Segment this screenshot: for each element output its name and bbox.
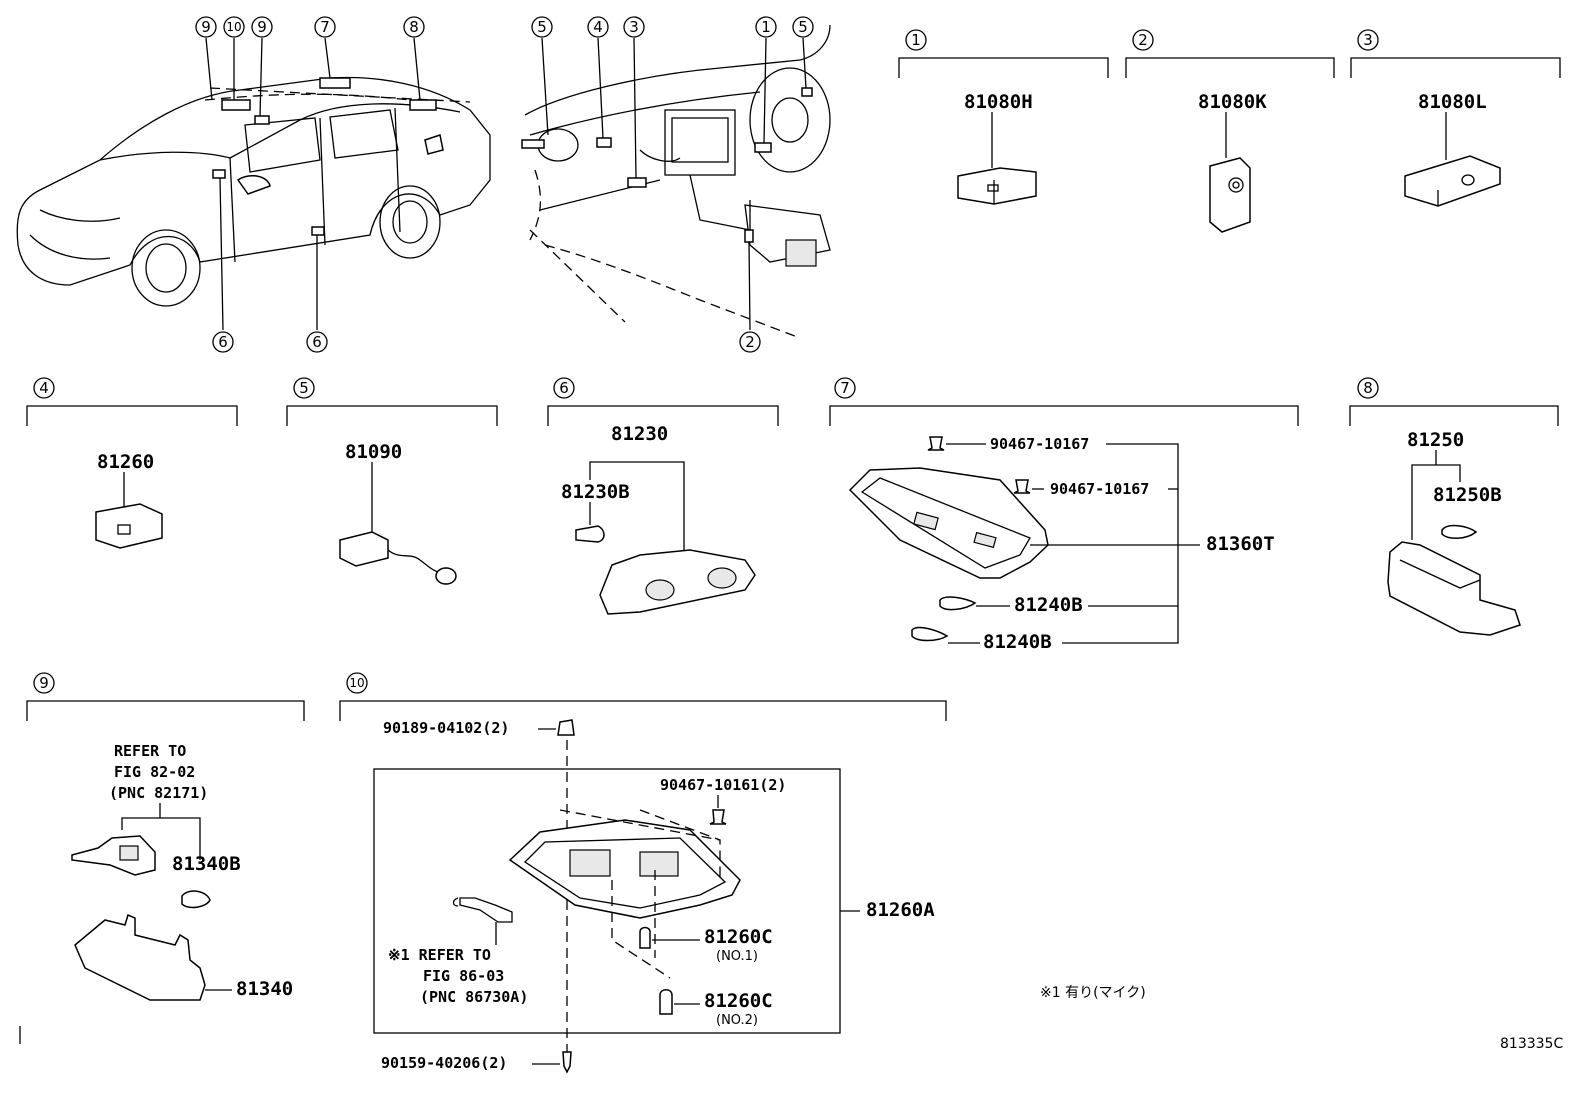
- part-81240B-a: 81240B: [1014, 594, 1083, 616]
- car-interior-illustration: [521, 24, 831, 339]
- callout-9a-text: 9: [201, 18, 211, 36]
- section-6-number: 6: [559, 379, 569, 397]
- callout-2a: [739, 331, 761, 353]
- section-2: 2 81080K: [1125, 29, 1335, 233]
- note-no1: (NO.1): [716, 949, 758, 964]
- part-90467-10167-a: 90467-10167: [990, 435, 1089, 453]
- section-8: 8 81250 81250B: [1349, 377, 1559, 636]
- section-7-number: 7: [840, 379, 850, 397]
- section-5-number: 5: [299, 379, 309, 397]
- section-7: 7 90467-10167 90467-10167 81360T 81240B …: [829, 377, 1299, 653]
- diagram-id: 813335C: [1500, 1036, 1563, 1052]
- interior-leaders: [541, 37, 807, 331]
- part-81260C-no2: 81260C: [704, 990, 773, 1012]
- callout-7a: [314, 16, 336, 38]
- part-81360T: 81360T: [1206, 533, 1275, 555]
- note-pnc-82171: (PNC 82171): [109, 784, 208, 802]
- section-9: 9 REFER TO FIG 82-02 (PNC 82171) 81340B …: [26, 672, 305, 1001]
- part-81250B: 81250B: [1433, 484, 1502, 506]
- section-4-number: 4: [39, 379, 49, 397]
- note-pnc-86730a: (PNC 86730A): [420, 988, 528, 1006]
- part-81230: 81230: [611, 423, 668, 445]
- note-no2: (NO.2): [716, 1013, 758, 1028]
- callout-9a: [195, 16, 217, 38]
- callout-8a-text: 8: [409, 18, 419, 36]
- callout-9b-text: 9: [257, 18, 267, 36]
- callout-10a-text: 10: [226, 20, 241, 34]
- section-8-number: 8: [1363, 379, 1373, 397]
- callout-1a-text: 1: [761, 18, 771, 36]
- callout-4a-text: 4: [593, 18, 603, 36]
- callout-5b: [792, 16, 814, 38]
- part-90189-04102: 90189-04102(2): [383, 719, 509, 737]
- note-mark-refer-to: ※1 REFER TO: [388, 946, 491, 964]
- part-81260C-no1: 81260C: [704, 926, 773, 948]
- section-3-number: 3: [1363, 31, 1373, 49]
- exterior-leaders: [205, 37, 421, 331]
- callout-6a-text: 6: [218, 333, 228, 351]
- callout-2a-text: 2: [745, 333, 755, 351]
- part-81260: 81260: [97, 451, 154, 473]
- part-90467-10161: 90467-10161(2): [660, 776, 786, 794]
- sub-assembly-box: [373, 768, 841, 1034]
- section-2-number: 2: [1138, 31, 1148, 49]
- part-90467-10167-b: 90467-10167: [1050, 480, 1149, 498]
- part-81080L: 81080L: [1418, 91, 1487, 113]
- callout-1a: [755, 16, 777, 38]
- section-5: 5 81090: [286, 377, 498, 585]
- callout-5b-text: 5: [798, 18, 808, 36]
- part-81340: 81340: [236, 978, 293, 1000]
- footnote-mic: ※1 有り(マイク): [1040, 985, 1146, 1001]
- section-1: 1 81080H: [898, 29, 1109, 205]
- callout-3a: [623, 16, 645, 38]
- note-refer-to-82: REFER TO: [114, 742, 186, 760]
- part-81340B: 81340B: [172, 853, 241, 875]
- part-90159-40206: 90159-40206(2): [381, 1054, 507, 1072]
- part-81250: 81250: [1407, 429, 1464, 451]
- callout-3a-text: 3: [629, 18, 639, 36]
- callout-9b: [251, 16, 273, 38]
- section-10-number: 10: [349, 676, 364, 690]
- callout-10a: [223, 16, 245, 38]
- part-81090: 81090: [345, 441, 402, 463]
- callout-5a: [531, 16, 553, 38]
- section-4: 4 81260: [26, 377, 238, 549]
- callout-6b: [306, 331, 328, 353]
- section-9-number: 9: [39, 674, 49, 692]
- part-81260A: 81260A: [866, 899, 935, 921]
- callout-6a: [212, 331, 234, 353]
- section-10: 10 90189-04102(2) 90467-10161(2) 81260C …: [339, 672, 947, 1074]
- part-81080K: 81080K: [1198, 91, 1267, 113]
- section-1-number: 1: [911, 31, 921, 49]
- note-fig-86-03: FIG 86-03: [423, 967, 504, 985]
- callout-6b-text: 6: [312, 333, 322, 351]
- part-81230B: 81230B: [561, 481, 630, 503]
- callout-7a-text: 7: [320, 18, 330, 36]
- section-6: 6 81230 81230B: [547, 377, 779, 615]
- callout-4a: [587, 16, 609, 38]
- car-exterior-illustration: [16, 76, 491, 307]
- callout-5a-text: 5: [537, 18, 547, 36]
- note-fig-82-02: FIG 82-02: [114, 763, 195, 781]
- top-callouts: 9 10 9 7 8 6 6 5 4 3 1 5 2: [195, 16, 814, 353]
- part-81240B-b: 81240B: [983, 631, 1052, 653]
- section-3: 3 81080L: [1350, 29, 1561, 207]
- part-81080H: 81080H: [964, 91, 1033, 113]
- callout-8a: [403, 16, 425, 38]
